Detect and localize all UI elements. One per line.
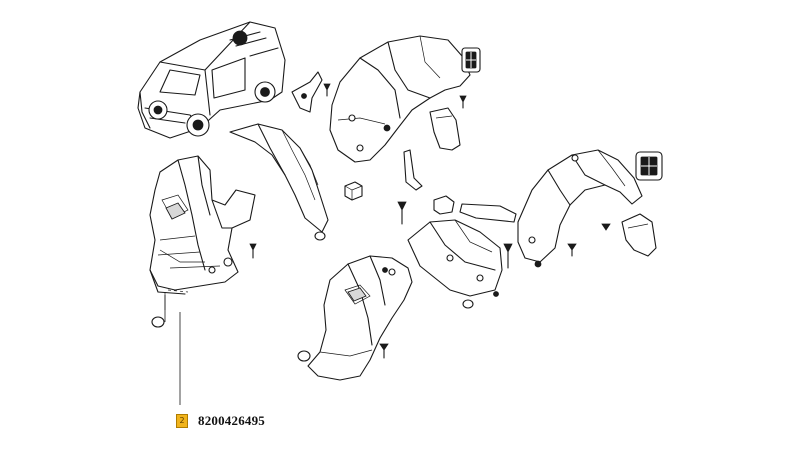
leader-line bbox=[164, 289, 189, 405]
callout-index-badge: 2 bbox=[176, 414, 188, 428]
mud-flap-upper bbox=[429, 107, 461, 151]
clip-block bbox=[344, 181, 363, 201]
front-wheel-arch-liner-lower bbox=[297, 255, 413, 381]
part-callout[interactable]: 2 8200426495 bbox=[176, 413, 265, 429]
part-number-label[interactable]: 8200426495 bbox=[198, 413, 265, 428]
front-wheel-arch-liner bbox=[149, 155, 256, 310]
inner-arch-liner-lower bbox=[407, 219, 503, 309]
bracket-mount bbox=[291, 71, 331, 113]
rear-wheel-arch-liner-upper bbox=[329, 35, 471, 163]
grille-vent-upper bbox=[461, 47, 481, 73]
fastener-screw bbox=[459, 95, 467, 109]
grille-vent-lower bbox=[635, 151, 663, 181]
mud-flap-lower bbox=[621, 213, 657, 257]
clip-block bbox=[433, 195, 455, 215]
fastener-plug bbox=[151, 316, 165, 328]
fastener-screw bbox=[567, 223, 611, 257]
strap-bracket bbox=[459, 203, 517, 269]
fastener-screw bbox=[249, 243, 257, 259]
inner-arch-liner-upper bbox=[229, 123, 329, 241]
support-strap bbox=[397, 149, 423, 225]
rear-wheel-arch-liner-lower bbox=[517, 149, 643, 268]
van-illustration bbox=[137, 21, 286, 139]
